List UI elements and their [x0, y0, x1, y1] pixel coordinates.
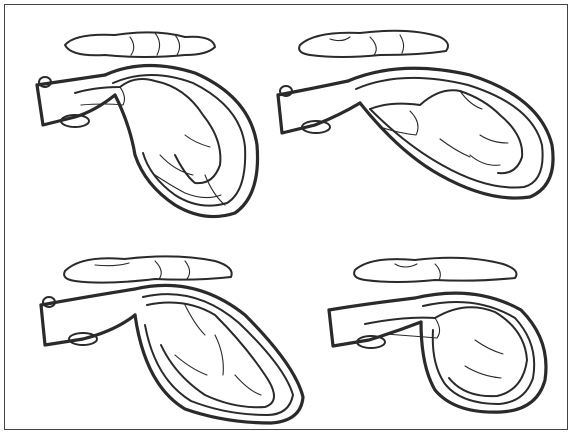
uterus-fetus-illustration-icon — [325, 250, 555, 420]
uterus-fetus-illustration-icon — [270, 25, 560, 225]
uterus-fetus-illustration-icon — [35, 25, 275, 225]
panel-top-left — [35, 25, 275, 225]
panel-bottom-left — [35, 245, 325, 430]
uterus-fetus-illustration-icon — [35, 245, 325, 430]
panel-bottom-right — [325, 250, 555, 420]
figure-frame — [4, 4, 568, 430]
panel-top-right — [270, 25, 560, 225]
